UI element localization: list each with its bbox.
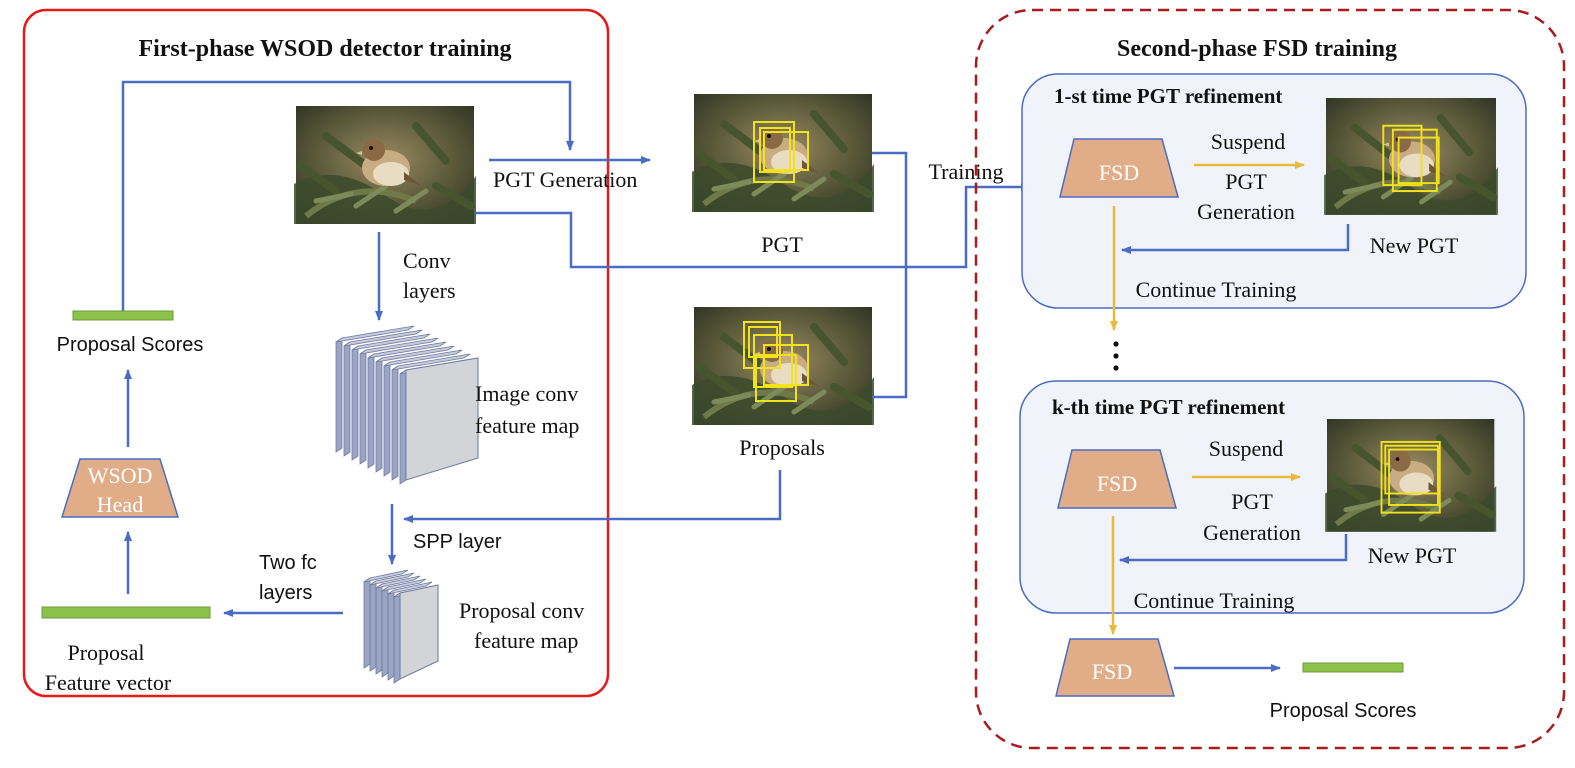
feature-slab-top	[375, 345, 455, 363]
feature-slab-side	[369, 580, 377, 672]
final-fsd-box	[1055, 638, 1175, 697]
feature-slab-side	[393, 592, 401, 684]
feature-slab-top	[335, 325, 415, 343]
final-fsd-label: FSD	[1092, 659, 1132, 684]
feature-slab-side	[359, 349, 367, 465]
refinek-suspend-label: Suspend	[1209, 436, 1284, 461]
final-proposal-scores-label: Proposal Scores	[1270, 700, 1417, 722]
proposal-feature-label-2: feature map	[474, 628, 578, 653]
pgt-generation-label: PGT Generation	[493, 167, 637, 192]
feature-slab-side	[351, 345, 359, 461]
proposal-vector-label-1: Proposal	[68, 640, 145, 665]
refine1-continue-label: Continue Training	[1136, 277, 1297, 302]
feature-slab-face	[405, 357, 479, 481]
final-proposal-scores-bar	[1302, 662, 1404, 673]
feature-slab-top	[391, 353, 471, 371]
wsod-head-label-1: WSOD	[88, 463, 153, 488]
wsod-head-box	[60, 458, 180, 518]
feature-slab-top	[369, 572, 415, 586]
feature-slab-top	[387, 581, 433, 595]
refine1-new-pgt-label: New PGT	[1370, 233, 1459, 258]
feature-slab-top	[363, 569, 409, 583]
refinek-pgt-label: PGT	[1231, 489, 1273, 514]
proposals-to-spp-arrow	[403, 470, 782, 523]
feature-slab-side	[399, 369, 407, 485]
refinek-new-pgt-image	[1325, 419, 1496, 532]
feature-slab-side	[335, 337, 343, 453]
scores-to-pgt-arrow	[121, 80, 574, 311]
proposals-image	[692, 307, 874, 425]
refine1-title: 1-st time PGT refinement	[1054, 84, 1282, 108]
feature-slab-top	[375, 575, 421, 589]
refine1-generation-label: Generation	[1197, 199, 1295, 224]
images-bracket	[872, 151, 908, 399]
refinek-generation-label: Generation	[1203, 520, 1301, 545]
feature-slab-side	[381, 586, 389, 678]
refine1-suspend-label: Suspend	[1211, 129, 1286, 154]
two-fc-label-1: Two fc	[259, 552, 317, 574]
refine1-fsd-label: FSD	[1099, 160, 1139, 185]
feature-slab-side	[387, 589, 395, 681]
ellipsis-dot-3	[1113, 365, 1119, 371]
proposals-label: Proposals	[739, 435, 825, 460]
feature-slab-top	[383, 349, 463, 367]
feature-slab-top	[381, 578, 427, 592]
phase2-frame	[974, 8, 1566, 750]
proposal-vector-label-2: Feature vector	[45, 670, 172, 695]
pgt-label: PGT	[761, 232, 803, 257]
refine1-fsd-box	[1059, 138, 1179, 198]
image-feature-map	[335, 325, 479, 485]
wsod-head-label-2: Head	[97, 492, 143, 517]
feature-slab-side	[363, 577, 371, 669]
feature-slab-top	[359, 337, 439, 355]
refine1-pgt-label: PGT	[1225, 169, 1267, 194]
refinek-continue-label: Continue Training	[1134, 588, 1295, 613]
proposal-scores-bar	[72, 310, 174, 321]
pgt-image	[692, 94, 874, 212]
spp-layer-label: SPP layer	[413, 531, 502, 553]
feature-slab-side	[375, 583, 383, 675]
two-fc-label-2: layers	[259, 582, 312, 604]
proposal-feature-vector	[41, 606, 211, 619]
conv-layers-label-2: layers	[403, 278, 456, 303]
ellipsis-dot-2	[1113, 353, 1119, 359]
refine1-new-pgt-image	[1324, 98, 1498, 215]
phase2-title: Second-phase FSD training	[1117, 36, 1397, 62]
refinek-fsd-label: FSD	[1097, 471, 1137, 496]
refinek-fsd-box	[1057, 449, 1177, 509]
proposal-feature-map	[363, 569, 439, 684]
image-feature-label-2: feature map	[475, 413, 579, 438]
feature-slab-side	[375, 357, 383, 473]
refinek-title: k-th time PGT refinement	[1052, 395, 1285, 419]
feature-slab-side	[343, 341, 351, 457]
feature-slab-side	[391, 365, 399, 481]
feature-slab-side	[383, 361, 391, 477]
conv-layers-label-1: Conv	[403, 248, 451, 273]
training-label: Training	[929, 159, 1004, 184]
proposal-feature-label-1: Proposal conv	[459, 598, 584, 623]
feature-slab-side	[367, 353, 375, 469]
input-image	[294, 106, 476, 224]
feature-slab-top	[343, 329, 423, 347]
proposal-scores-label: Proposal Scores	[57, 334, 204, 356]
image-feature-label-1: Image conv	[475, 381, 578, 406]
feature-slab-top	[351, 333, 431, 351]
refinek-new-pgt-label: New PGT	[1368, 543, 1457, 568]
feature-slab-top	[367, 341, 447, 359]
phase1-title: First-phase WSOD detector training	[138, 36, 511, 62]
ellipsis-dot-1	[1113, 341, 1119, 347]
refinek-feedback-arrow	[1119, 534, 1348, 564]
phase1-frame	[22, 8, 610, 698]
refine1-feedback-arrow	[1121, 224, 1350, 254]
feature-slab-face	[399, 584, 439, 680]
